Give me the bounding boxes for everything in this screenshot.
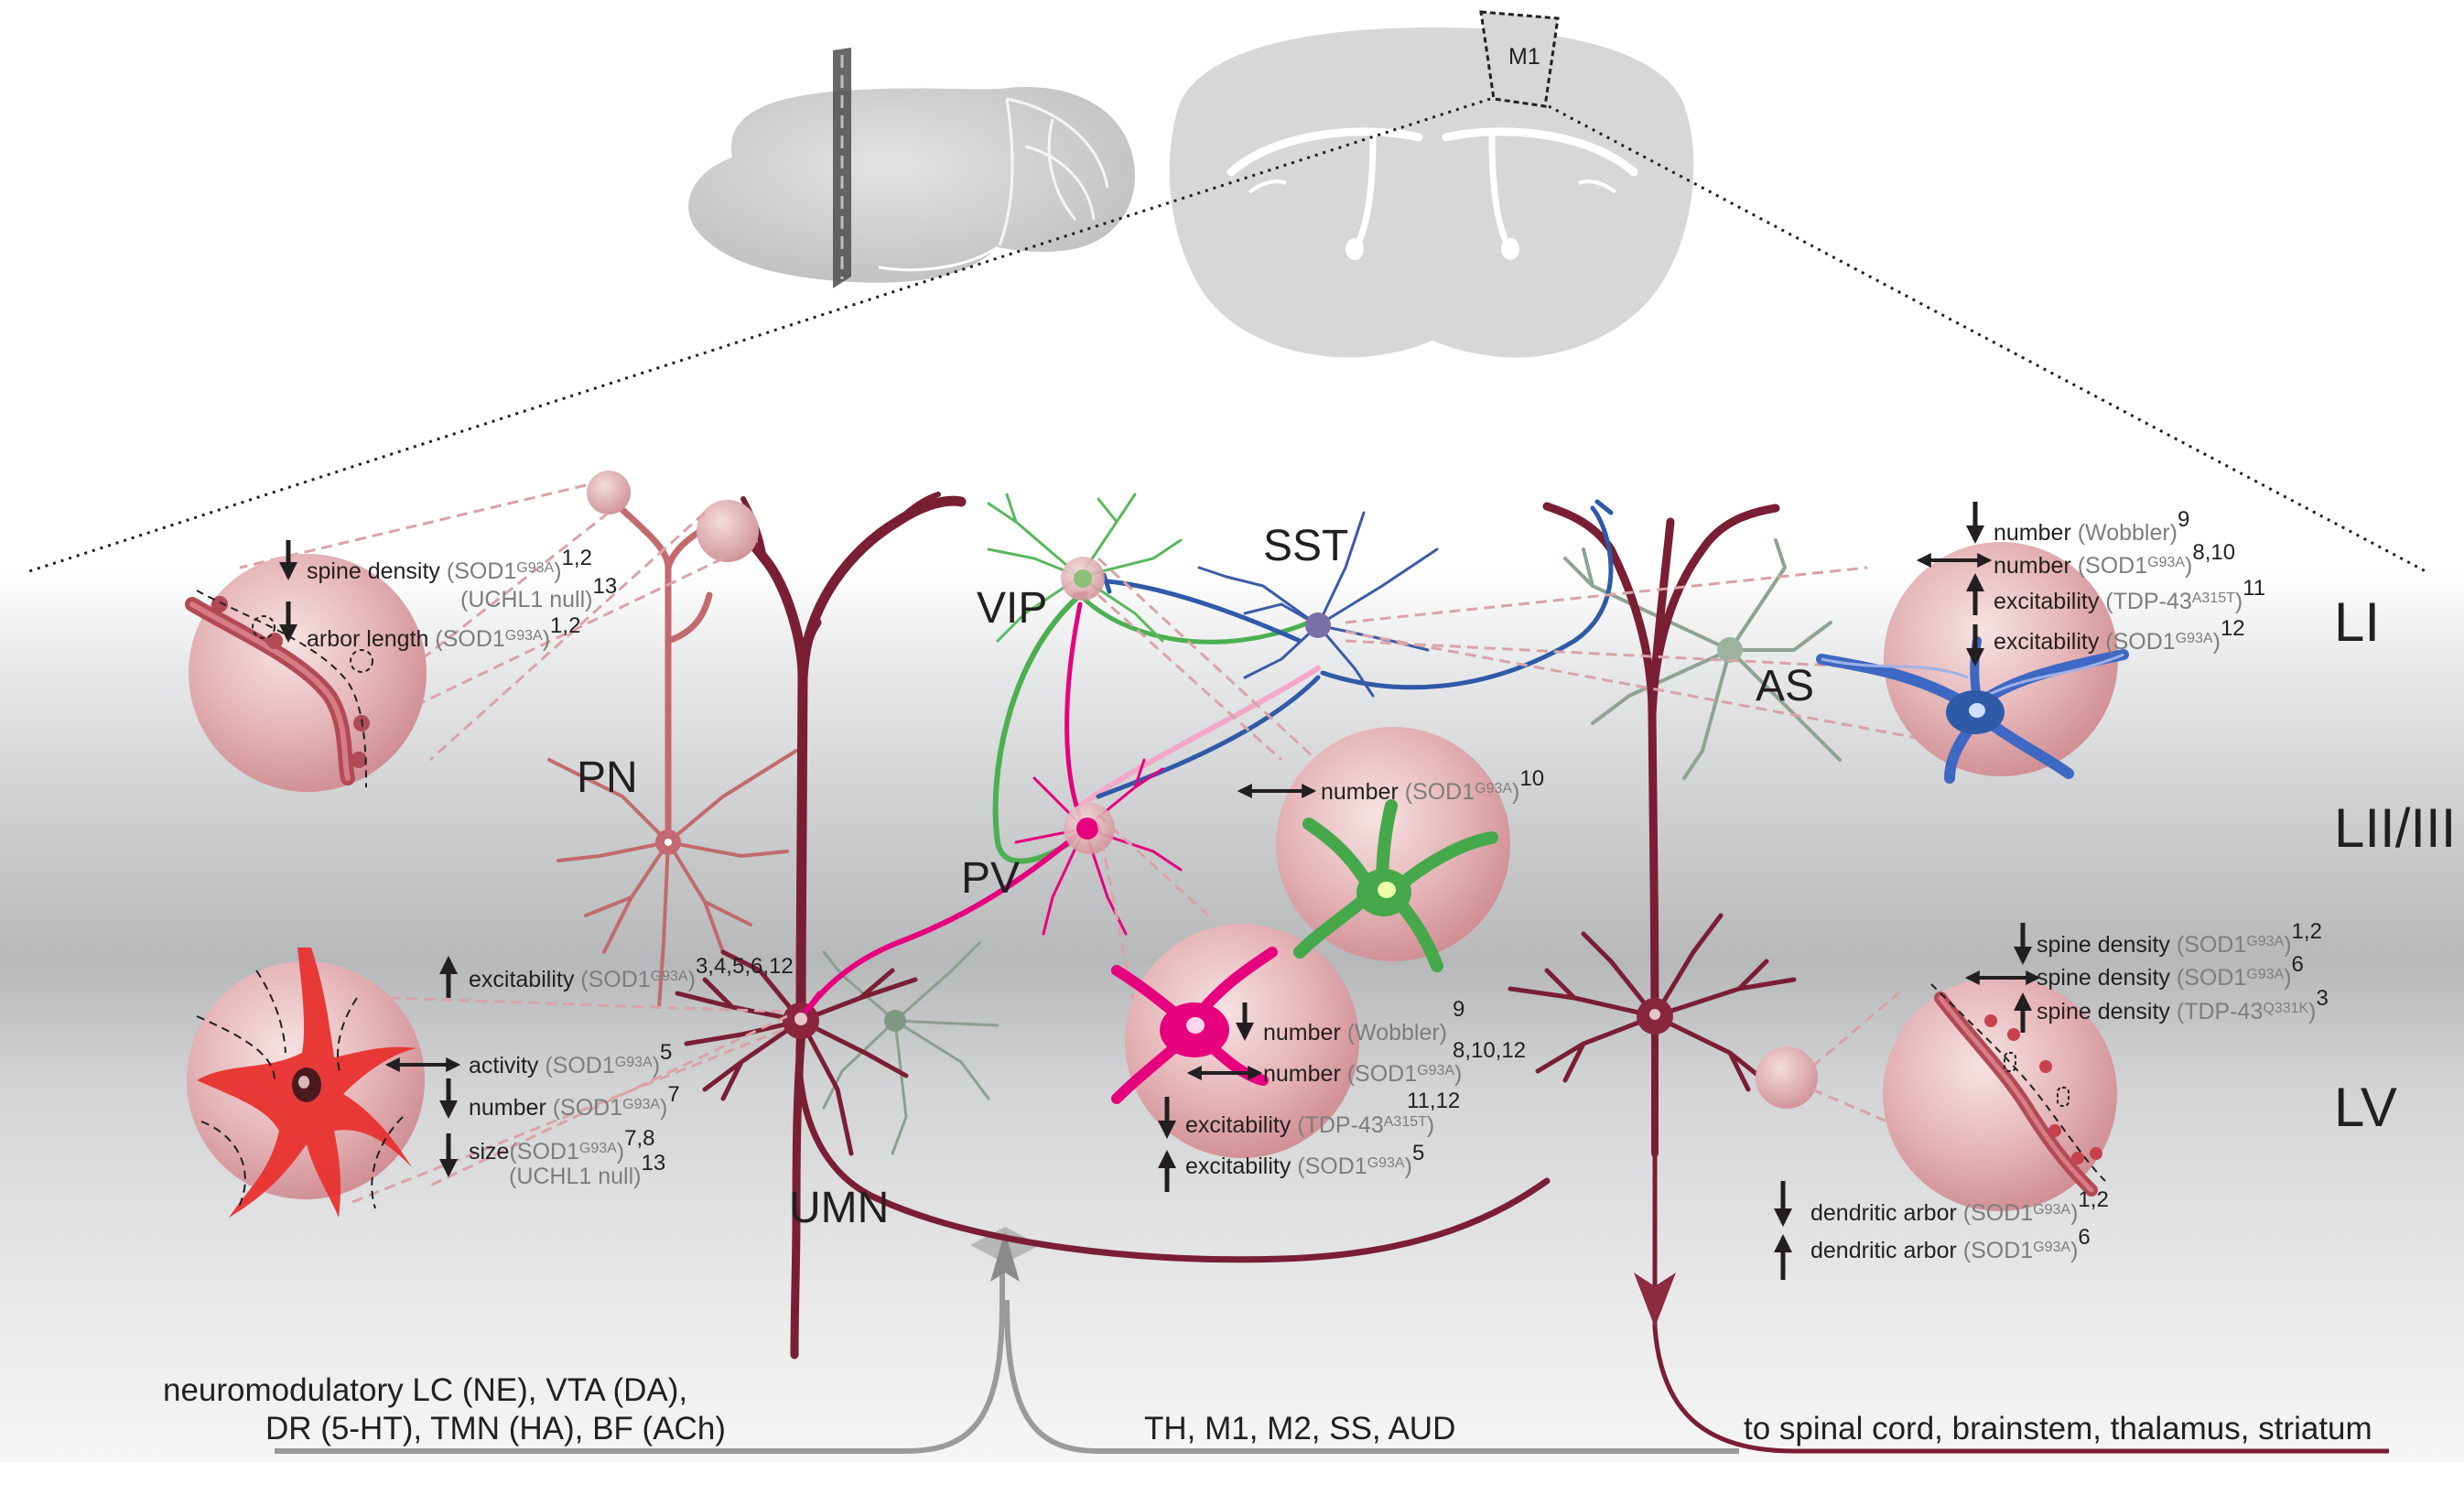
svg-text:spine density (SOD1G93A)1,2: spine density (SOD1G93A)1,2 [307, 546, 592, 584]
neuromodulatory-label-2: DR (5-HT), TMN (HA), BF (ACh) [265, 1411, 726, 1446]
vip-interneuron [987, 493, 1183, 643]
svg-text:excitability (TDP-43A315T): excitability (TDP-43A315T) [1185, 1112, 1434, 1138]
svg-text:number (SOD1G93A)10: number (SOD1G93A)10 [1321, 766, 1544, 805]
umn-dendrite-annotation: dendritic arbor (SOD1G93A)1,2 dendritic … [1774, 1181, 2109, 1280]
svg-text:8,10,12: 8,10,12 [1453, 1038, 1526, 1063]
umn-dendrite-segment [1930, 983, 2106, 1197]
umn-neuron-right [1508, 502, 1797, 1157]
cell-label-pv: PV [961, 854, 1020, 903]
pv-cell-detail [1111, 947, 1278, 1104]
cell-label-pn: PN [577, 753, 638, 802]
svg-text:excitability (SOD1G93A)12: excitability (SOD1G93A)12 [1994, 616, 2245, 655]
pn-neuron [547, 504, 798, 1009]
pv-annotation: 9 number (Wobbler) 8,10,12 number (SOD1G… [1158, 997, 1526, 1192]
umn-spine-annotation: spine density (SOD1G93A)1,2 spine densit… [1964, 919, 2329, 1033]
svg-text:9: 9 [1453, 997, 1464, 1022]
pn-spine-annotation: spine density (SOD1G93A)1,2 (UCHL1 null)… [279, 540, 617, 652]
sst-annotation: number (Wobbler)9 number (SOD1G93A)8,10 … [1916, 502, 2265, 666]
svg-text:excitability (SOD1G93A)5: excitability (SOD1G93A)5 [1185, 1141, 1424, 1179]
sagittal-brain [688, 48, 1135, 288]
svg-text:(UCHL1 null)13: (UCHL1 null)13 [460, 574, 617, 612]
svg-text:number (SOD1G93A)7: number (SOD1G93A)7 [469, 1082, 680, 1121]
umn-soma-annotation: excitability (SOD1G93A)3,4,5,6,12 activi… [384, 954, 794, 1189]
svg-text:number (SOD1G93A)8,10: number (SOD1G93A)8,10 [1994, 540, 2235, 579]
cell-label-vip: VIP [977, 584, 1047, 633]
projection-line-right [1548, 104, 2426, 573]
pn-dendrite-segment [185, 590, 373, 788]
sst-cell-detail [1816, 636, 2129, 784]
m1-region-box [1479, 10, 1560, 108]
layer-label-5: LV [2334, 1077, 2397, 1138]
svg-text:number (Wobbler): number (Wobbler) [1263, 1020, 1447, 1046]
layer-label-1: LI [2334, 591, 2380, 653]
svg-text:11,12: 11,12 [1407, 1089, 1460, 1113]
astrocyte-layer5 [822, 941, 1000, 1155]
cell-label-as: AS [1756, 662, 1814, 710]
vip-annotation: number (SOD1G93A)10 [1237, 766, 1544, 805]
svg-text:number (Wobbler)9: number (Wobbler)9 [1994, 507, 2189, 546]
output-projection-line [1652, 1144, 2389, 1454]
svg-text:(UCHL1 null)13: (UCHL1 null)13 [509, 1151, 665, 1189]
coronal-brain: M1 [1169, 10, 1694, 358]
output-label: to spinal cord, brainstem, thalamus, str… [1744, 1411, 2372, 1446]
interneuron-connections [803, 499, 1614, 1014]
vip-inset [1276, 727, 1510, 961]
inset-connector-lines [239, 483, 1987, 1206]
projection-line-left [28, 97, 1491, 573]
neuromodulatory-label-1: neuromodulatory LC (NE), VTA (DA), [163, 1372, 687, 1408]
vip-soma [1074, 569, 1092, 588]
umn-dendrite-bubble [697, 500, 759, 562]
umn-soma-detail [196, 948, 416, 1218]
svg-text:arbor length (SOD1G93A)1,2: arbor length (SOD1G93A)1,2 [307, 613, 580, 652]
svg-text:dendritic arbor (SOD1G93A)1,2: dendritic arbor (SOD1G93A)1,2 [1810, 1187, 2109, 1226]
vip-cell-detail [1293, 799, 1498, 972]
svg-text:excitability (TDP-43A315T)11: excitability (TDP-43A315T)11 [1994, 576, 2265, 614]
cortical-input-line [1004, 1299, 1739, 1454]
output-arrowhead [1634, 1273, 1676, 1327]
svg-text:activity (SOD1G93A)5: activity (SOD1G93A)5 [469, 1040, 672, 1078]
svg-text:spine density (SOD1G93A)1,2: spine density (SOD1G93A)1,2 [2037, 919, 2322, 958]
cell-label-sst: SST [1263, 522, 1348, 570]
sst-inset [1884, 542, 2118, 776]
svg-text:excitability (SOD1G93A)3,4,5,6: excitability (SOD1G93A)3,4,5,6,12 [469, 954, 794, 992]
neuromodulatory-input-line [275, 1250, 1005, 1454]
svg-text:dendritic arbor (SOD1G93A)6: dendritic arbor (SOD1G93A)6 [1810, 1225, 2091, 1263]
pv-interneuron [1014, 758, 1183, 936]
pn-spine-bubble [587, 471, 631, 515]
layer-label-2: LII/III [2334, 797, 2456, 859]
m1-label: M1 [1508, 44, 1540, 70]
right-umn-dendrite-bubble [1756, 1046, 1818, 1109]
svg-text:spine density (SOD1G93A)6: spine density (SOD1G93A)6 [2037, 952, 2304, 991]
pv-soma [1076, 818, 1098, 840]
svg-text:spine density (TDP-43Q331K)3: spine density (TDP-43Q331K)3 [2037, 986, 2329, 1024]
cell-label-umn: UMN [789, 1184, 889, 1232]
svg-text:size(SOD1G93A)7,8: size(SOD1G93A)7,8 [469, 1126, 655, 1165]
pv-inset [1125, 924, 1359, 1158]
svg-text:number (SOD1G93A): number (SOD1G93A) [1263, 1061, 1462, 1087]
sst-interneuron [1197, 511, 1439, 698]
cortical-input-label: TH, M1, M2, SS, AUD [1144, 1411, 1455, 1446]
